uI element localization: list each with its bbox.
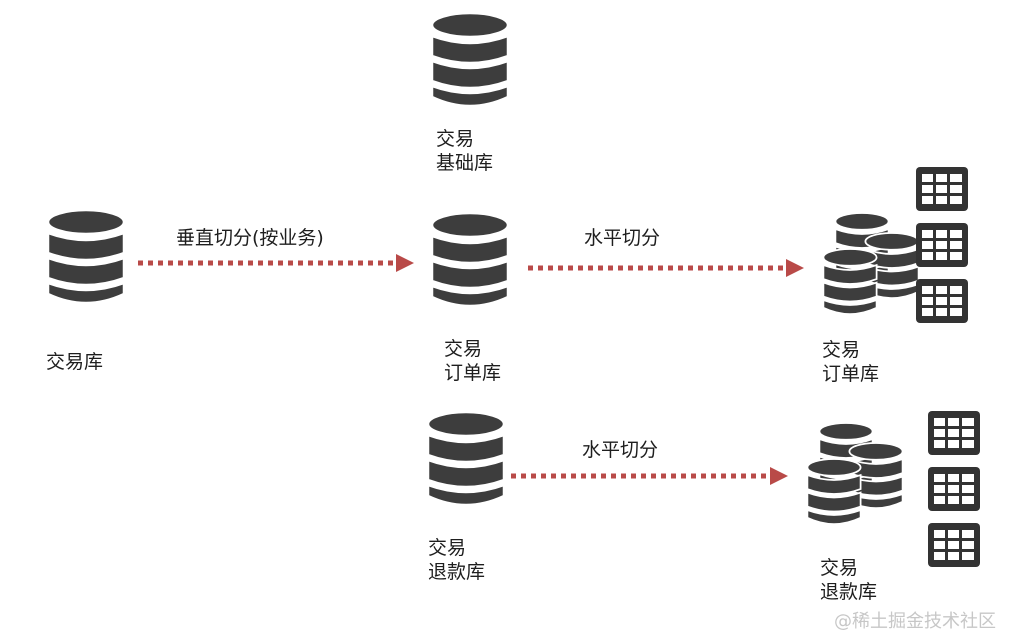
table-grid-icon [916, 279, 968, 323]
vertical-split-arrow [138, 254, 414, 272]
vertical-split-label: 垂直切分(按业务) [176, 227, 324, 249]
horizontal-split-arrow-order [528, 259, 804, 277]
database-icon [430, 11, 510, 108]
horizontal-split-label-refund: 水平切分 [582, 439, 659, 461]
table-grid-icon [916, 223, 968, 267]
database-cluster-icon [806, 422, 904, 525]
table-grid-icon [916, 167, 968, 211]
database-icon [426, 410, 506, 507]
order-db-label: 交易订单库 [444, 338, 502, 384]
base-db-label: 交易基础库 [436, 128, 494, 174]
database-cluster-icon [822, 212, 920, 315]
database-icon [46, 208, 126, 305]
refund-shards-label: 交易退款库 [820, 557, 878, 603]
database-icon [430, 211, 510, 308]
table-grid-icon [928, 467, 980, 511]
horizontal-split-label-order: 水平切分 [584, 227, 661, 249]
refund-db-label: 交易退款库 [428, 537, 486, 583]
table-grid-icon [928, 411, 980, 455]
table-grid-icon [928, 523, 980, 567]
source-db-label: 交易库 [46, 351, 104, 373]
order-shards-label: 交易订单库 [822, 339, 880, 385]
horizontal-split-arrow-refund [511, 467, 788, 485]
watermark: @稀土掘金技术社区 [834, 611, 996, 632]
